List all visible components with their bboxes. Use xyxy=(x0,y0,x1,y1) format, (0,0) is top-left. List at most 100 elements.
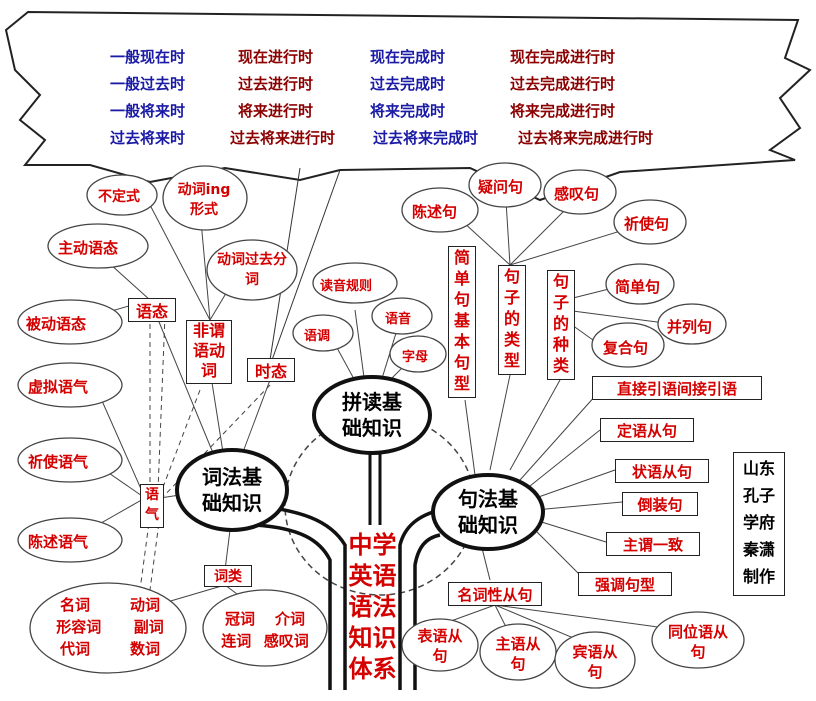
imperative-mood: 祈使语气 xyxy=(28,453,89,471)
author-line4: 秦潇 xyxy=(742,540,775,559)
adverb: 副词 xyxy=(133,618,164,636)
author-line2: 孔子 xyxy=(742,486,775,505)
kinds-2: 子 xyxy=(552,293,569,312)
trunk-right-inner xyxy=(413,533,441,690)
tense-r2c4: 过去完成进行时 xyxy=(510,75,616,93)
nonfinite-line3: 词 xyxy=(200,361,217,380)
wordclass-cloud-a: 名词 动词 形容词 副词 代词 数词 xyxy=(40,594,180,660)
interjection: 感叹词 xyxy=(263,632,309,650)
syntax-hub-label: 句法基 础知识 xyxy=(446,486,530,538)
author-box: 山东 孔子 学府 秦潇 制作 xyxy=(733,452,785,596)
nonfinite-line2: 语动 xyxy=(192,341,225,360)
nonfinite-box: 非谓 语动 词 xyxy=(186,320,232,384)
mood-line2: 气 xyxy=(145,507,159,523)
exclamatory: 感叹句 xyxy=(554,185,600,203)
phonics-hub-line1: 拼读基 xyxy=(342,390,402,414)
wordclass-cloud-b: 冠词 介词 连词 感叹词 xyxy=(215,608,315,652)
tense-r1c1: 一般现在时 xyxy=(110,48,186,66)
nonfinite-line1: 非谓 xyxy=(192,321,225,340)
author-line5: 制作 xyxy=(742,567,775,586)
mood-line1: 语 xyxy=(145,487,159,503)
tense-r3c4: 将来完成进行时 xyxy=(510,102,616,120)
basic-4: 基 xyxy=(453,311,470,330)
subject-clause: 主语从句 xyxy=(495,635,541,673)
mood-box: 语 气 xyxy=(140,484,164,528)
past-participle: 动词过去分词 xyxy=(217,252,287,288)
tense-r4c4: 过去将来完成进行时 xyxy=(518,129,654,147)
author-line1: 山东 xyxy=(742,459,775,478)
appositive-clause: 同位语从句 xyxy=(667,623,728,661)
adjective: 形容词 xyxy=(56,618,102,636)
trunk-title-2: 英语 xyxy=(348,562,397,590)
author-line3: 学府 xyxy=(742,513,775,532)
simple-sentence: 简单句 xyxy=(615,278,661,296)
lexical-hub-shape xyxy=(175,448,289,532)
basic-1: 简 xyxy=(453,248,470,267)
attributive-clause-box: 定语从句 xyxy=(600,418,694,442)
declarative: 陈述句 xyxy=(412,203,458,221)
indicative-mood: 陈述语气 xyxy=(28,533,89,551)
tense-banner xyxy=(4,10,812,202)
numeral: 数词 xyxy=(129,640,160,658)
phonics-hub-shape xyxy=(312,375,432,455)
lexical-hub-label: 词法基 础知识 xyxy=(190,464,274,516)
pronunciation-rules: 读音规则 xyxy=(320,279,373,294)
complex-sentence: 复合句 xyxy=(603,339,649,357)
infinitive: 不定式 xyxy=(98,189,140,205)
voice-box: 语态 xyxy=(128,298,176,322)
trunk-title-4: 知识 xyxy=(348,624,397,652)
tense-r2c2: 过去进行时 xyxy=(238,75,314,93)
article: 冠词 xyxy=(224,610,255,628)
verb: 动词 xyxy=(129,596,160,614)
basic-2: 单 xyxy=(453,269,470,288)
imperative: 祈使句 xyxy=(624,215,670,233)
letters: 字母 xyxy=(402,350,429,365)
lexical-hub-line1: 词法基 xyxy=(202,465,262,489)
basic-5: 本 xyxy=(453,332,470,351)
tense-r3c3: 将来完成时 xyxy=(370,102,446,120)
tense-r1c2: 现在进行时 xyxy=(238,48,314,66)
emphatic-box: 强调句型 xyxy=(578,572,672,596)
kinds-1: 句 xyxy=(552,272,569,291)
wordclass-box: 词类 xyxy=(204,565,252,587)
types-5: 型 xyxy=(503,351,520,370)
active-voice: 主动语态 xyxy=(58,239,119,257)
phonics-hub-label: 拼读基 础知识 xyxy=(330,389,414,441)
basic-7: 型 xyxy=(453,374,470,393)
interrogative: 疑问句 xyxy=(478,178,524,196)
inversion-box: 倒装句 xyxy=(622,492,698,516)
predicative-clause: 表语从句 xyxy=(417,627,463,665)
types-4: 类 xyxy=(503,330,520,349)
clouds xyxy=(17,162,745,689)
intonation: 语调 xyxy=(304,329,331,344)
preposition: 介词 xyxy=(274,610,305,628)
passive-voice: 被动语态 xyxy=(26,315,87,333)
phonics-hub-line2: 础知识 xyxy=(342,416,402,440)
tense-r1c3: 现在完成时 xyxy=(370,48,446,66)
tense-r3c1: 一般将来时 xyxy=(110,102,186,120)
trunk-title-3: 语法 xyxy=(348,593,397,621)
sentence-types-box: 句 子 的 类 型 xyxy=(498,265,526,375)
trunk-title-1: 中学 xyxy=(348,531,397,559)
syntax-hub-shape xyxy=(431,473,545,551)
tense-r1c4: 现在完成进行时 xyxy=(510,48,616,66)
trunk-title: 中学 英语 语法 知识 体系 xyxy=(345,530,400,685)
reported-speech-box: 直接引语间接引语 xyxy=(592,376,762,400)
gerund: 动词ing形式 xyxy=(177,182,231,218)
basic-pattern-box: 简 单 句 基 本 句 型 xyxy=(448,246,476,398)
basic-6: 句 xyxy=(453,353,470,372)
conjunction: 连词 xyxy=(221,632,252,650)
subjunctive-mood: 虚拟语气 xyxy=(28,378,89,396)
tense-r4c1: 过去将来时 xyxy=(110,129,186,147)
compound-sentence: 并列句 xyxy=(667,318,713,336)
lexical-hub-line2: 础知识 xyxy=(202,491,262,515)
syntax-hub-line1: 句法基 xyxy=(458,487,518,511)
kinds-3: 的 xyxy=(552,314,569,333)
kinds-4: 种 xyxy=(552,335,569,354)
sentence-kinds-box: 句 子 的 种 类 xyxy=(547,270,575,380)
types-1: 句 xyxy=(503,267,520,286)
tense-r3c2: 将来进行时 xyxy=(238,102,314,120)
syntax-hub-line2: 础知识 xyxy=(458,513,518,537)
trunk-left-inner xyxy=(254,523,332,690)
